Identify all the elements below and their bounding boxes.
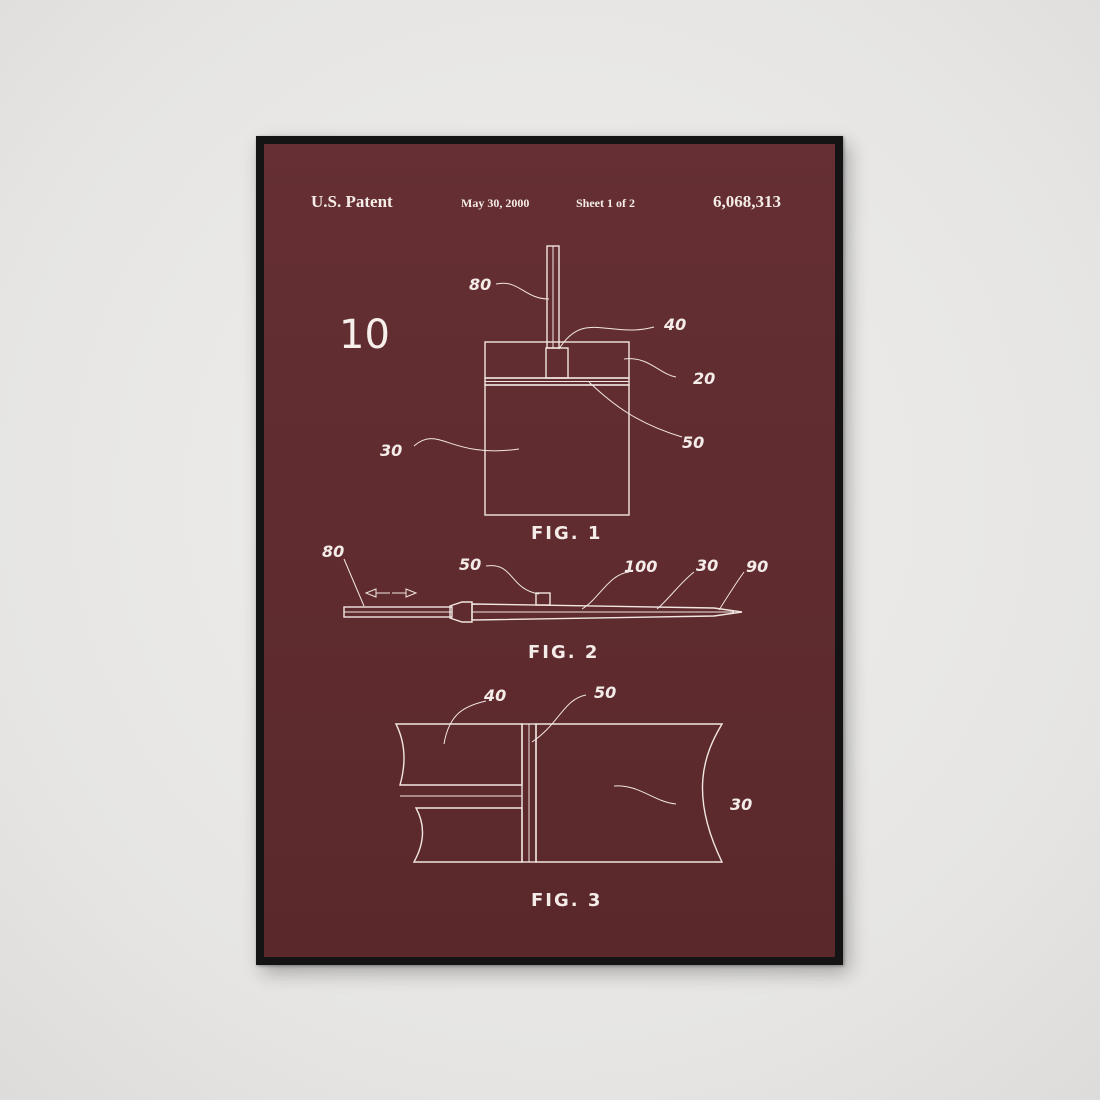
drawing-number: 10 bbox=[339, 312, 390, 358]
fig1-label-20: 20 bbox=[693, 369, 715, 388]
fig1-body bbox=[484, 384, 630, 516]
fig1-leader-80 bbox=[495, 282, 550, 300]
fig3-upper-strip bbox=[394, 723, 523, 786]
figure-2: 80 50 100 30 90 FIG. 2 bbox=[322, 542, 768, 663]
figure-1: 80 40 20 50 30 FIG. 1 bbox=[380, 245, 715, 544]
fig2-leader-100 bbox=[581, 571, 630, 610]
fig1-leader-50 bbox=[588, 381, 683, 438]
fig1-plug bbox=[545, 347, 569, 379]
fig3-caption: FIG. 3 bbox=[531, 890, 602, 911]
fig1-label-30: 30 bbox=[380, 441, 402, 460]
fig2-collar bbox=[449, 601, 473, 623]
fig2-label-80: 80 bbox=[322, 542, 344, 561]
fig2-label-30: 30 bbox=[696, 556, 718, 575]
fig3-main-block bbox=[535, 723, 724, 863]
fig2-label-100: 100 bbox=[624, 557, 657, 576]
fig3-leader-30 bbox=[613, 785, 677, 805]
fig2-leader-50 bbox=[485, 565, 540, 595]
fig2-clip bbox=[535, 592, 551, 606]
fig3-leader-50 bbox=[531, 694, 587, 743]
fig3-label-40: 40 bbox=[483, 686, 506, 705]
patent-poster: U.S. Patent May 30, 2000 Sheet 1 of 2 6,… bbox=[264, 144, 835, 957]
fig3-lower-strip bbox=[412, 807, 523, 863]
fig2-label-50: 50 bbox=[459, 555, 481, 574]
fig1-label-40: 40 bbox=[663, 315, 686, 334]
figure-3: 40 50 30 FIG. 3 bbox=[394, 683, 752, 911]
fig2-leader-30 bbox=[656, 571, 695, 610]
fig1-leader-40 bbox=[558, 326, 655, 350]
patent-number: 6,068,313 bbox=[713, 192, 781, 211]
fig2-label-90: 90 bbox=[746, 557, 768, 576]
fig2-arrow-right bbox=[392, 588, 418, 598]
fig1-label-50: 50 bbox=[682, 433, 704, 452]
fig1-leader-20 bbox=[623, 358, 677, 378]
fig1-caption: FIG. 1 bbox=[531, 523, 602, 544]
patent-title: U.S. Patent bbox=[311, 192, 393, 211]
fig2-caption: FIG. 2 bbox=[528, 642, 599, 663]
fig3-label-30: 30 bbox=[730, 795, 752, 814]
patent-date: May 30, 2000 bbox=[461, 196, 530, 210]
fig2-leader-80 bbox=[343, 558, 365, 607]
fig2-arrow-left bbox=[364, 588, 390, 598]
fig3-leader-40 bbox=[443, 700, 487, 745]
fig2-leader-90 bbox=[718, 571, 745, 611]
patent-drawing: 80 40 20 50 30 FIG. 1 bbox=[322, 245, 768, 911]
patent-sheet: Sheet 1 of 2 bbox=[576, 196, 635, 210]
fig1-leader-30 bbox=[413, 438, 520, 452]
fig1-label-80: 80 bbox=[469, 275, 491, 294]
fig2-needle bbox=[471, 603, 743, 621]
fig3-label-50: 50 bbox=[594, 683, 616, 702]
